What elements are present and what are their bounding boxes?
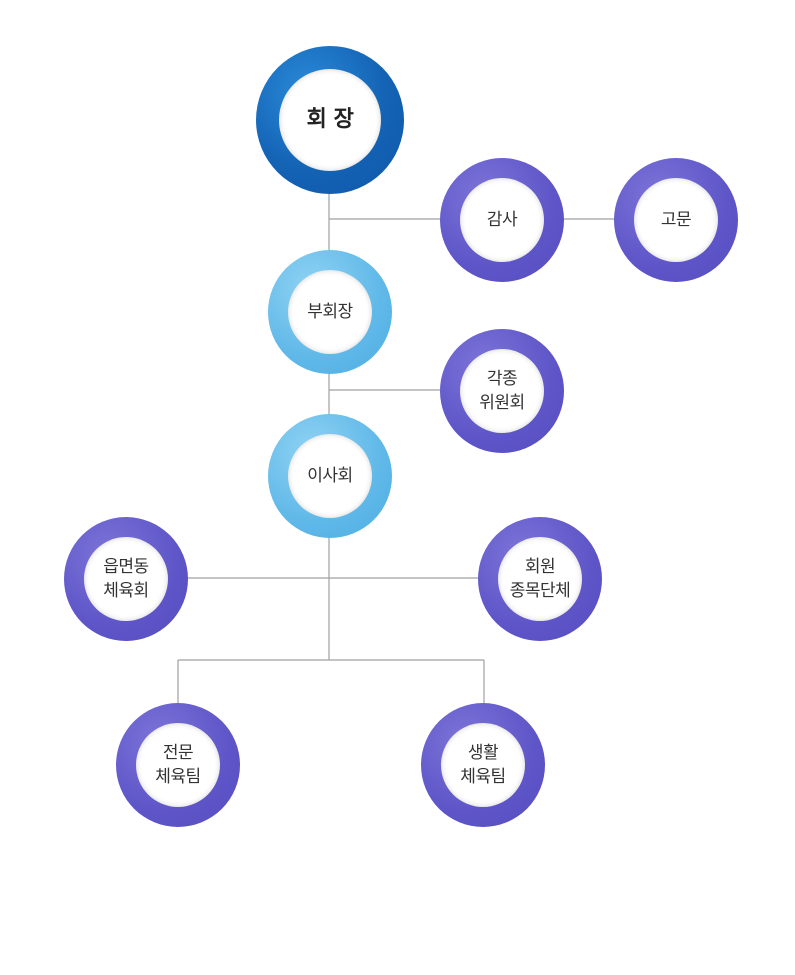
node-chairman: 회 장 — [256, 46, 404, 194]
node-town-sports-label: 읍면동 체육회 — [103, 557, 149, 601]
node-pro-team: 전문 체육팀 — [116, 703, 240, 827]
node-auditor: 감사 — [440, 158, 564, 282]
node-chairman-label: 회 장 — [306, 107, 354, 132]
node-board: 이사회 — [268, 414, 392, 538]
node-life-team: 생활 체육팀 — [421, 703, 545, 827]
node-vice-chairman-label: 부회장 — [307, 302, 353, 322]
node-member-orgs-label: 회원 종목단체 — [509, 557, 571, 601]
node-life-team-label: 생활 체육팀 — [460, 743, 506, 787]
node-committees: 각종 위원회 — [440, 329, 564, 453]
node-advisor-label: 고문 — [660, 210, 692, 230]
node-town-sports: 읍면동 체육회 — [64, 517, 188, 641]
node-committees-label: 각종 위원회 — [479, 369, 525, 413]
node-advisor: 고문 — [614, 158, 738, 282]
node-member-orgs: 회원 종목단체 — [478, 517, 602, 641]
node-auditor-label: 감사 — [486, 210, 518, 230]
node-board-label: 이사회 — [307, 466, 353, 486]
node-pro-team-label: 전문 체육팀 — [155, 743, 201, 787]
node-vice-chairman: 부회장 — [268, 250, 392, 374]
